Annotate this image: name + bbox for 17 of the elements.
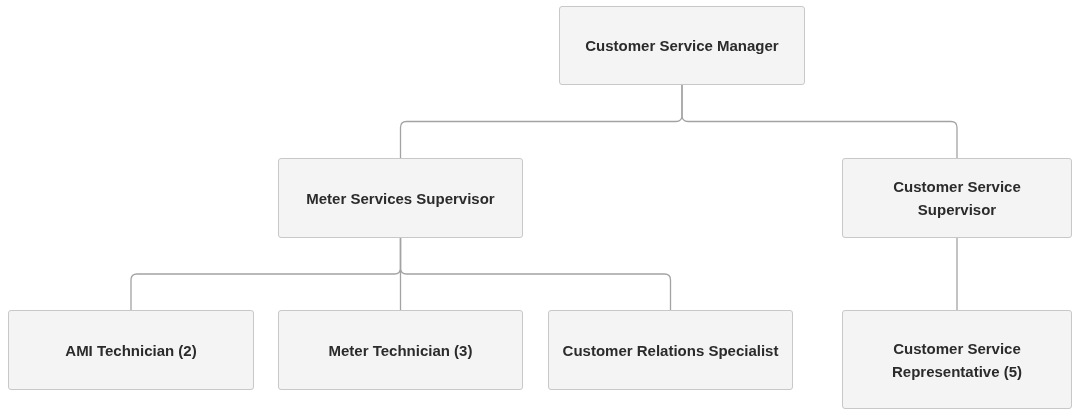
role-box (842, 158, 1072, 238)
role-title: Customer Service Supervisor (892, 177, 1022, 220)
role-box (548, 310, 793, 390)
role-title: AMI Technician (2) (65, 340, 197, 361)
role-title: Customer Service Manager (585, 36, 779, 56)
role-title: Meter Services Supervisor (306, 188, 495, 209)
role-title: Meter Technician (3) (328, 340, 473, 361)
connector-line (399, 237, 672, 311)
role-box (8, 310, 254, 390)
role-title: Customer Service Representative (5) (890, 338, 1024, 382)
role-box (559, 6, 805, 85)
connector-line (681, 84, 958, 159)
connector-line (956, 237, 958, 311)
role-box (278, 158, 523, 238)
role-box (842, 310, 1072, 409)
role-box (278, 310, 523, 390)
role-title: Customer Relations Specialist (562, 340, 779, 361)
